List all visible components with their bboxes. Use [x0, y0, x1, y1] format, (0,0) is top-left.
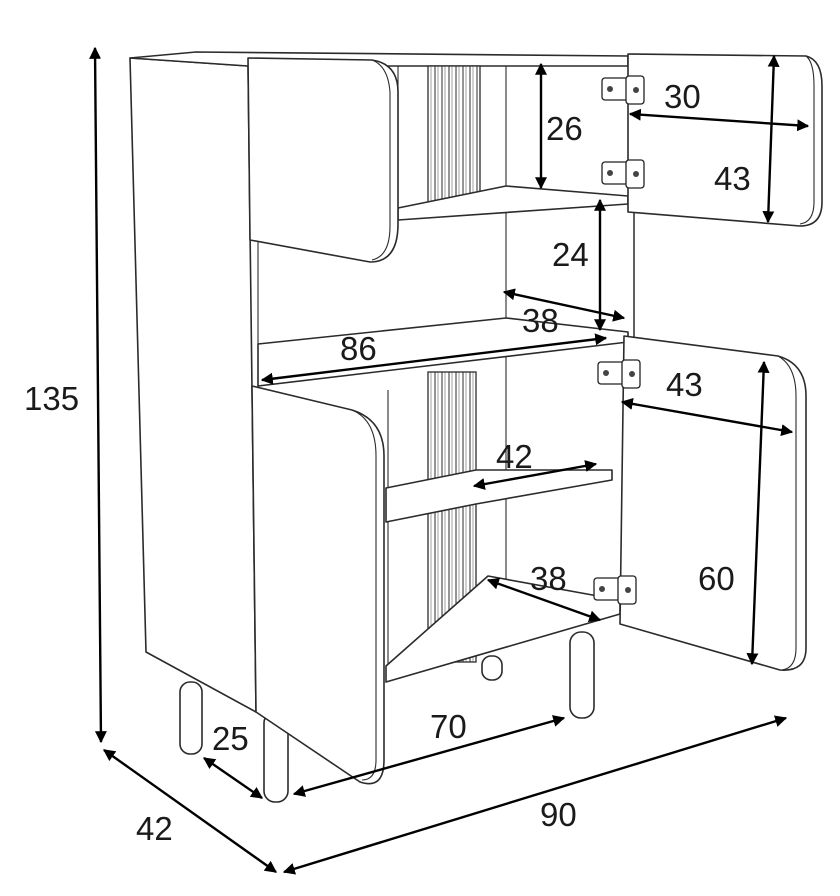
upper-left-door [247, 57, 399, 263]
dim-line-lower-door-height [746, 360, 770, 666]
dim-line-shelf-width [260, 333, 608, 385]
leg-front-right [569, 631, 595, 719]
dimension-lines [89, 46, 810, 875]
leg-back [481, 655, 503, 681]
label-lower-door-height: 60 [698, 560, 735, 597]
dimension-labels: 135 42 90 25 70 86 26 24 38 30 43 43 60 … [24, 78, 751, 847]
dim-line-middle-depth [502, 288, 626, 322]
label-total-height: 135 [24, 380, 79, 417]
upper-fluted-divider [427, 65, 481, 213]
dim-line-depth [103, 749, 277, 873]
hinge-icon [601, 75, 645, 105]
dim-line-total-height [89, 46, 107, 744]
label-inner-shelf: 42 [496, 438, 533, 475]
hinge-icon [601, 159, 645, 189]
left-side-panel [129, 57, 257, 713]
label-upper-door-height: 43 [714, 160, 751, 197]
hinge-icon [597, 359, 641, 389]
label-width: 90 [540, 796, 577, 833]
label-middle-depth: 38 [522, 302, 559, 339]
label-upper-niche: 26 [546, 110, 583, 147]
dim-line-upper-door-height [762, 54, 780, 224]
label-depth: 42 [136, 810, 173, 847]
label-upper-door-width: 30 [664, 78, 701, 115]
label-middle-niche: 24 [552, 236, 589, 273]
lower-inner-shelf [385, 469, 613, 523]
dim-line-bottom-depth [486, 577, 602, 623]
label-inner-bottom: 70 [430, 708, 467, 745]
hinge-icon [593, 575, 637, 605]
dim-line-leg-spacing [203, 757, 263, 799]
leg-front-left [179, 681, 203, 755]
label-shelf-width: 86 [340, 330, 377, 367]
dim-line-inner-bottom [292, 715, 566, 797]
label-lower-door-width: 43 [666, 366, 703, 403]
upper-right-door [627, 53, 823, 227]
lower-right-door [619, 335, 807, 671]
label-leg-spacing: 25 [212, 720, 249, 757]
label-bottom-depth: 38 [530, 560, 567, 597]
dim-line-inner-shelf [472, 460, 598, 490]
